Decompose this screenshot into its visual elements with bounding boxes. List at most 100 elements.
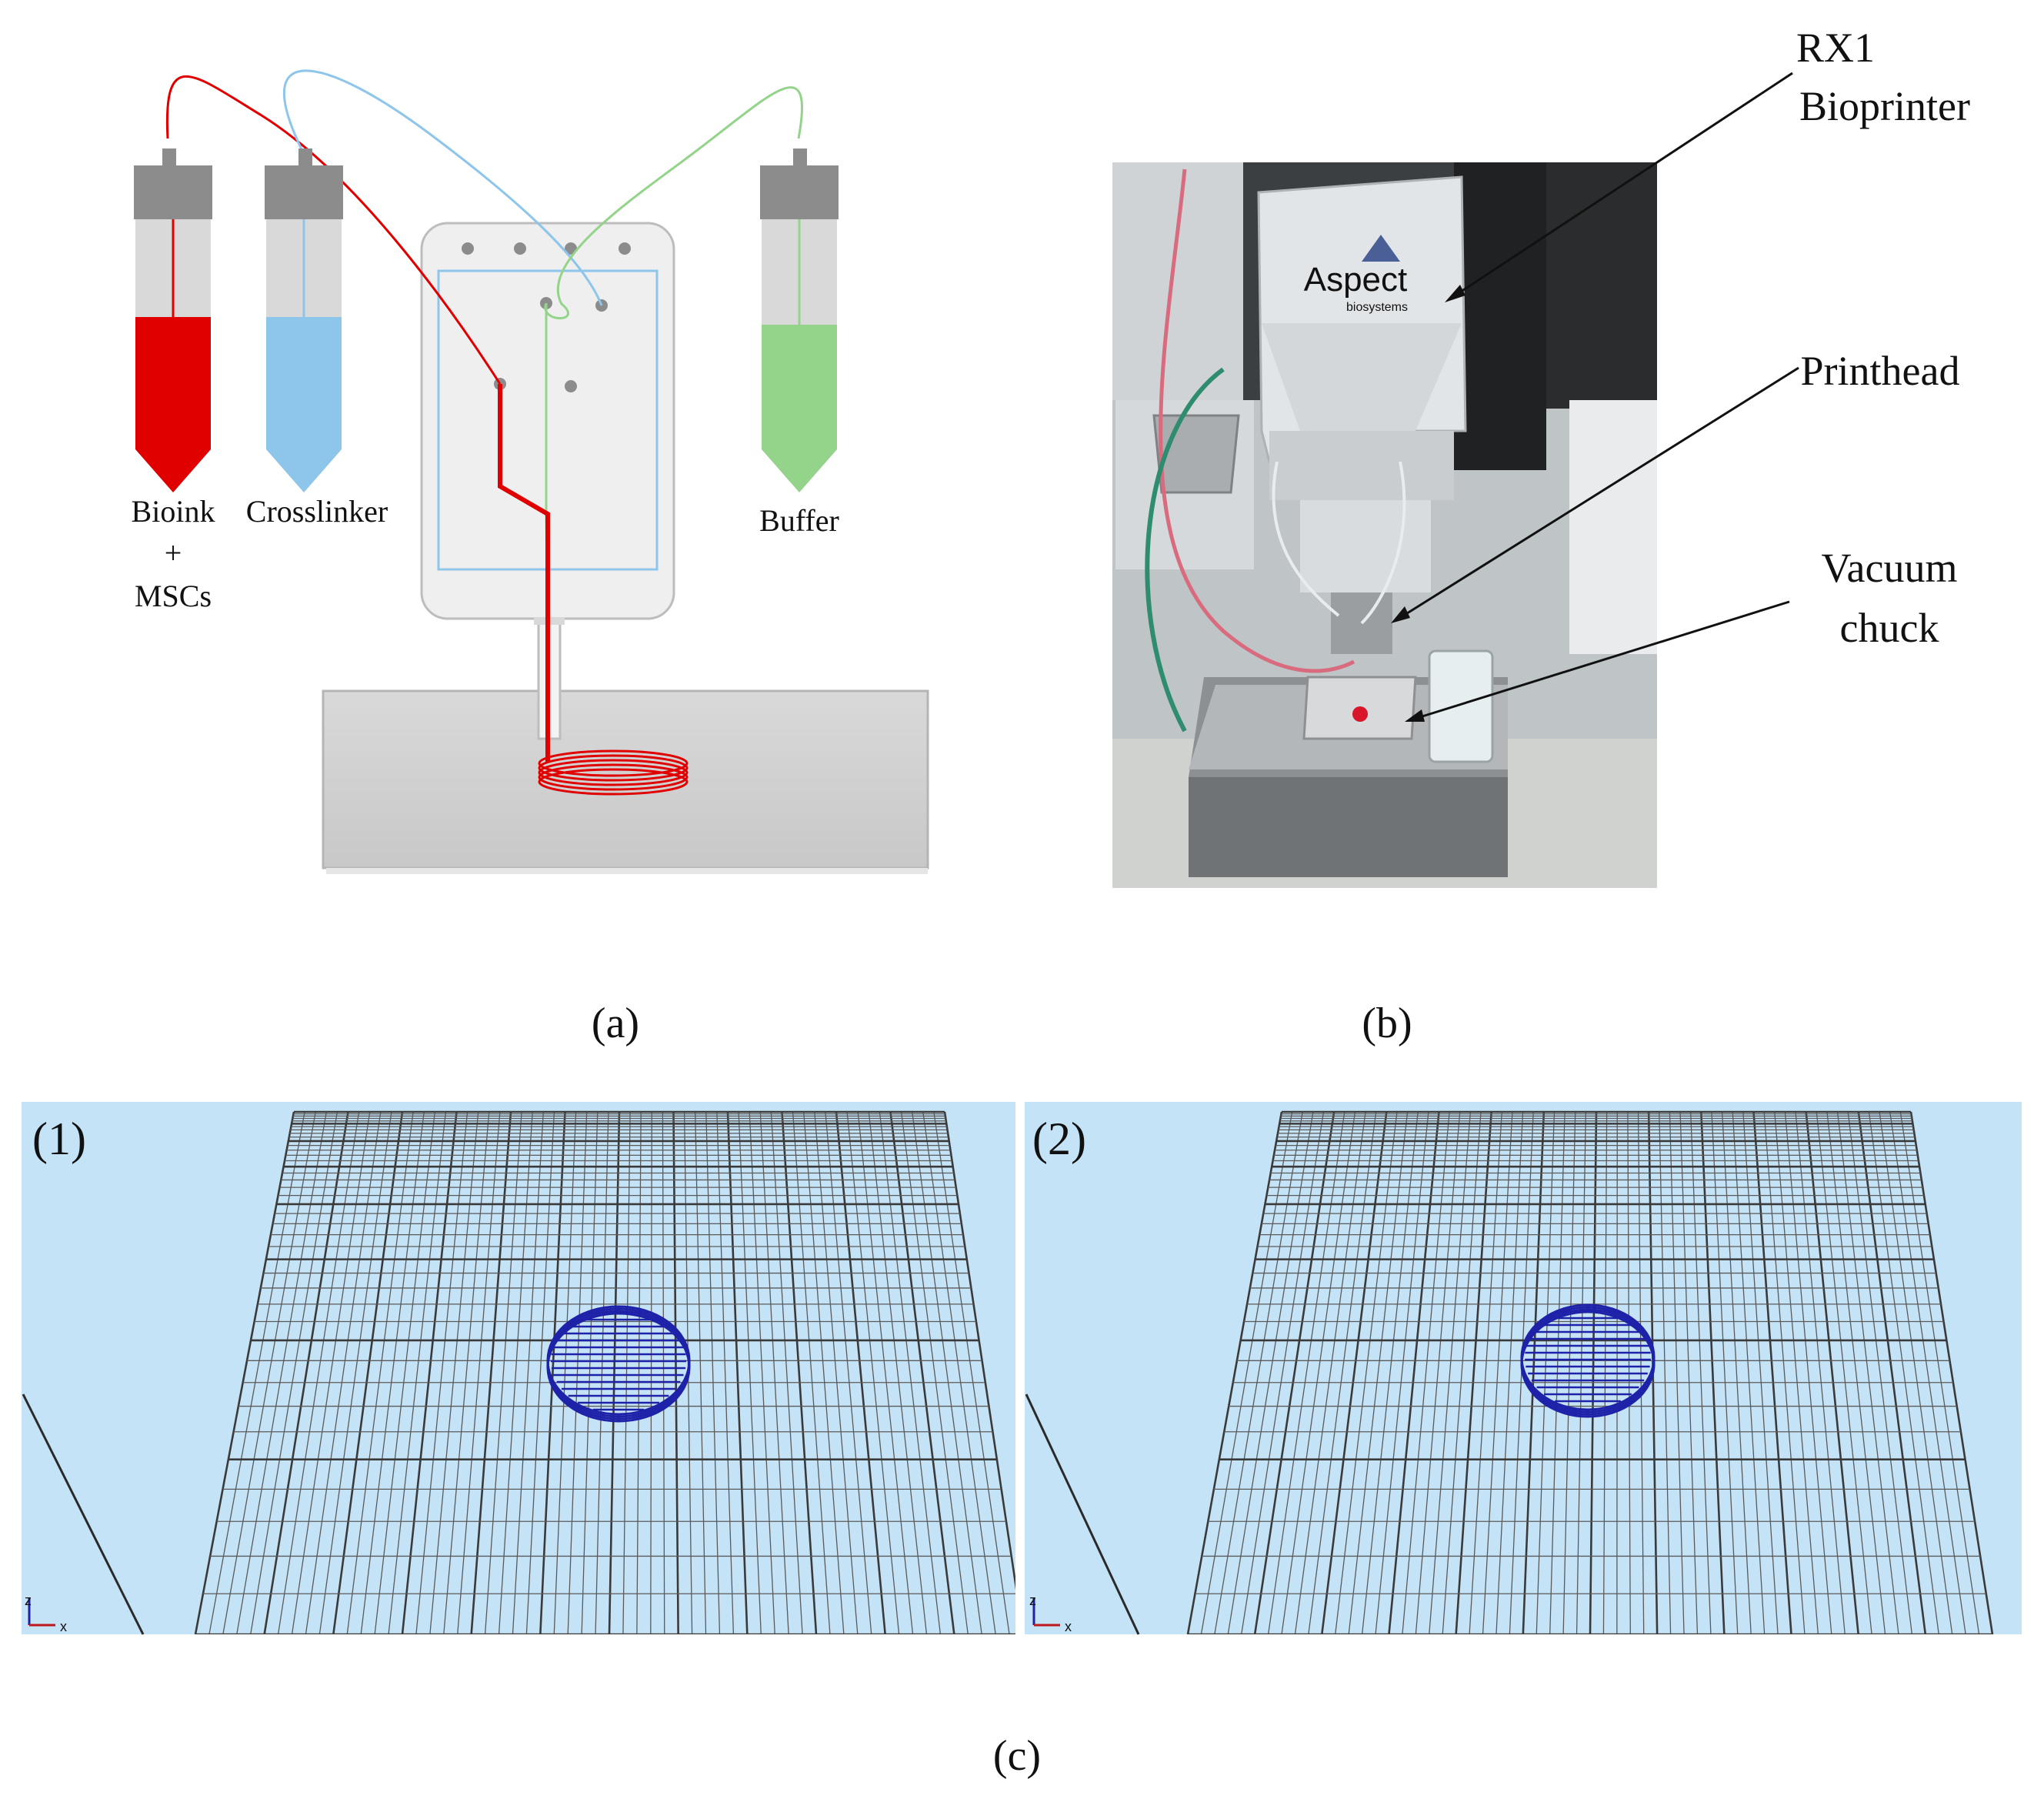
bioink-channel — [498, 384, 550, 762]
grid-line — [900, 1111, 969, 1634]
grid-line — [484, 1111, 522, 1634]
grid-line — [498, 1111, 533, 1634]
grid-line — [636, 1111, 642, 1634]
grid-line — [374, 1111, 435, 1634]
grid-line — [835, 1111, 886, 1634]
grid-line — [1816, 1111, 1872, 1634]
view-1-axis-z: z — [25, 1593, 32, 1608]
mscs-label: MSCs — [135, 579, 212, 613]
buffer-tubing — [544, 86, 803, 320]
grid-line — [1909, 1111, 1994, 1634]
grid-line — [922, 1111, 996, 1634]
port — [514, 242, 526, 255]
grid-line — [457, 1111, 501, 1634]
grid-line — [1836, 1111, 1899, 1634]
printhead-label: Printhead — [1801, 348, 1960, 394]
grid-line — [1752, 1111, 1792, 1634]
grid-line — [1742, 1111, 1779, 1634]
grid-line — [622, 1111, 631, 1634]
grid-line — [1868, 1111, 1939, 1634]
callout-arrow-vacuum — [1412, 600, 1790, 721]
panel-b-callouts: RX1 Bioprinter Printhead Vacuum chuck — [1391, 25, 1970, 722]
grid-line — [1321, 1111, 1388, 1634]
grid-line — [749, 1111, 775, 1634]
grid-line — [738, 1111, 762, 1634]
port — [462, 242, 474, 255]
view-1-axis-x: x — [60, 1619, 67, 1634]
grid-line — [814, 1111, 859, 1634]
grid-line — [443, 1111, 490, 1634]
view-1-stage-edge — [22, 1393, 145, 1635]
grid-line — [1200, 1111, 1293, 1634]
grid-line — [236, 1111, 327, 1634]
view-1-toolpath — [546, 1305, 691, 1423]
grid-line — [1690, 1111, 1712, 1634]
grid-line — [943, 1111, 1015, 1590]
crosslinker-label: Crosslinker — [246, 494, 388, 529]
grid-line — [1847, 1111, 1913, 1634]
aspect-logo-sub: biosystems — [1346, 301, 1408, 314]
grid-line — [539, 1111, 566, 1634]
panel-c-view-1: (1) z x — [22, 1102, 1015, 1635]
grid-line — [581, 1111, 599, 1634]
grid-line — [1700, 1111, 1726, 1634]
grid-line — [1214, 1111, 1303, 1634]
grid-line — [388, 1111, 447, 1634]
print-stage-shadow — [326, 868, 928, 874]
grid-line — [208, 1111, 305, 1634]
beaker — [1428, 649, 1494, 763]
grid-line — [1241, 1111, 1325, 1634]
grid-line — [803, 1111, 845, 1634]
grid-line — [705, 1111, 721, 1634]
grid-line — [1186, 1111, 1283, 1634]
callout-arrow-bioprinter — [1453, 72, 1793, 298]
bioink-tubing — [165, 75, 502, 385]
crosslinker-syringe — [265, 149, 343, 492]
grid-line — [1469, 1111, 1502, 1634]
grid-line — [429, 1111, 479, 1634]
grid-line — [695, 1111, 707, 1634]
grid-line — [1721, 1111, 1752, 1634]
grid-line — [401, 1111, 458, 1634]
grid-line — [1294, 1111, 1366, 1634]
plus-label: + — [165, 536, 182, 570]
bioprinter-label-line1: RX1 — [1796, 25, 1875, 71]
view-2-stage-edge — [1025, 1393, 1140, 1635]
grid-line — [346, 1111, 414, 1634]
printed-drop — [1352, 706, 1368, 722]
grid-line — [662, 1111, 665, 1634]
panel-b-caption: (b) — [1362, 1000, 1412, 1047]
view-2-toolpath — [1520, 1303, 1656, 1418]
grid-line — [1784, 1111, 1832, 1634]
grid-line — [277, 1111, 360, 1634]
grid-line — [1455, 1111, 1492, 1634]
grid-line — [1826, 1111, 1886, 1634]
grid-line — [1361, 1111, 1419, 1634]
grid-line — [1669, 1111, 1685, 1634]
grid-line — [933, 1111, 1010, 1634]
grid-line — [846, 1111, 900, 1634]
grid-line — [1281, 1111, 1356, 1634]
bioink-syringe — [134, 149, 212, 492]
grid-line — [912, 1111, 982, 1634]
panel-c-view-2: (2) z x — [1025, 1102, 2022, 1635]
port — [619, 242, 631, 255]
grid-line — [759, 1111, 789, 1634]
grid-line — [1375, 1111, 1429, 1634]
grid-line — [1899, 1111, 1980, 1634]
grid-line — [1335, 1111, 1398, 1634]
grid-line — [1805, 1111, 1859, 1634]
grid-line — [1348, 1111, 1409, 1634]
grid-line — [1795, 1111, 1846, 1634]
view-2-label: (2) — [1032, 1113, 1086, 1164]
grid-line — [567, 1111, 588, 1634]
grid-line — [1253, 1111, 1335, 1634]
grid-line — [716, 1111, 735, 1634]
grid-line — [1227, 1111, 1314, 1634]
grid-line — [868, 1111, 928, 1634]
port — [565, 380, 577, 392]
grid-line — [1482, 1111, 1513, 1634]
view-2-axis-triad: z x — [1029, 1593, 1072, 1634]
grid-line — [318, 1111, 392, 1634]
panel-b-photo: Aspect biosystems — [1112, 162, 1657, 888]
